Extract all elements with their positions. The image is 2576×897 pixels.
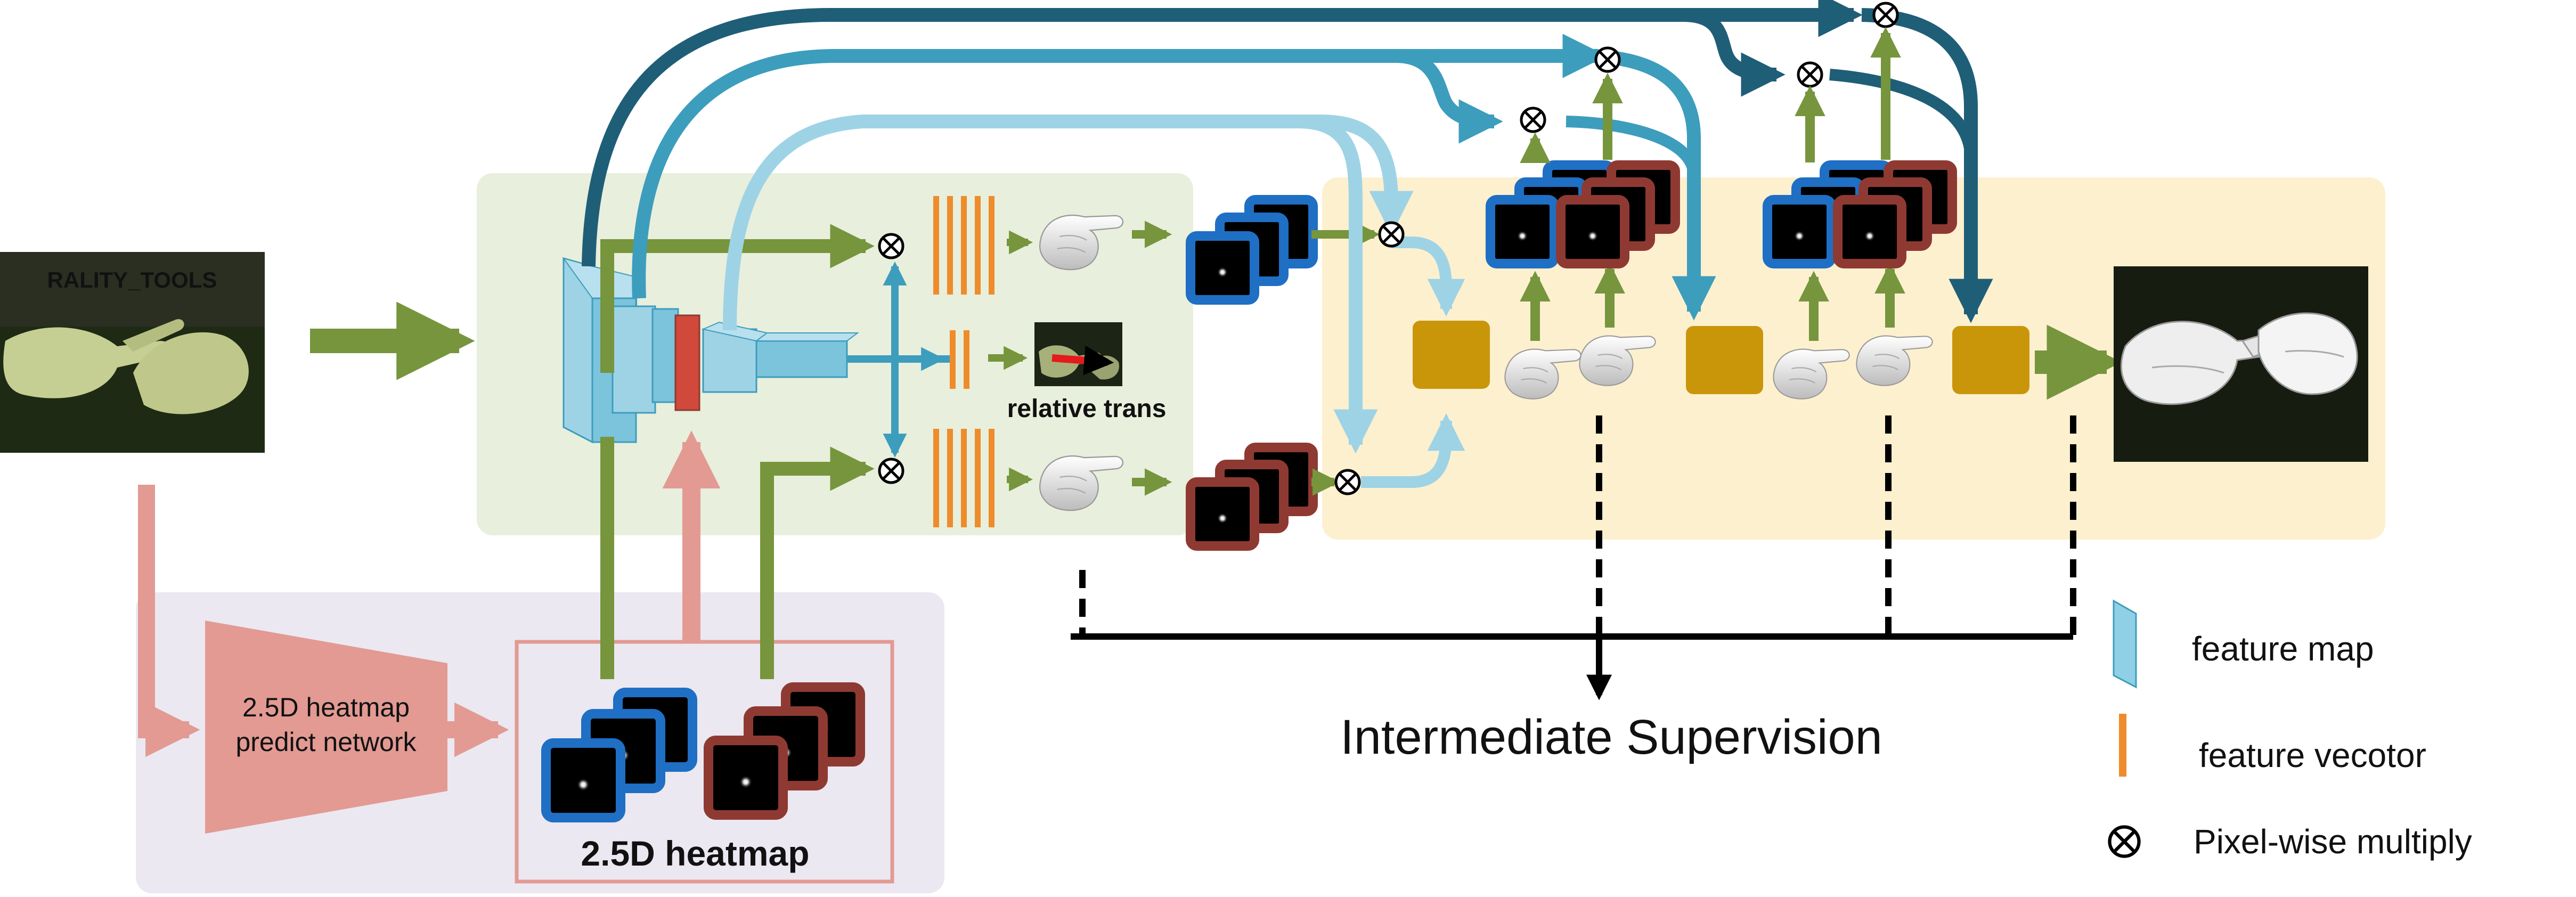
shirt-text: RALITY_TOOLS	[47, 267, 217, 292]
lower-feature-vectors	[933, 429, 994, 527]
heatmap-to-lower-branch-arrow	[760, 446, 875, 679]
fusion-block-1	[1413, 321, 1490, 389]
upper-feature-vectors	[933, 196, 994, 295]
heatmap-predict-network	[205, 621, 447, 834]
intermediate-supervision-label: Intermediate Supervision	[1340, 710, 1882, 764]
stage1-multiply-a-icon	[1521, 108, 1545, 132]
input-image: RALITY_TOOLS	[0, 252, 265, 453]
skip-medium-blue-4	[1566, 116, 1700, 176]
input-to-predictor-arrow	[138, 485, 200, 757]
refine-upper-multiply-icon	[1380, 223, 1403, 246]
skip-dark-teal-2	[1683, 8, 1786, 97]
skip-dark-teal-1	[582, 0, 1863, 267]
skip-medium-blue-1	[632, 49, 1503, 299]
lower-branch-multiply-icon	[879, 459, 903, 483]
refine-lower-multiply-icon	[1336, 470, 1359, 494]
trans-feature-vectors	[950, 330, 969, 389]
pixel-wise-multiply-icon	[2110, 827, 2139, 857]
supervision-lines	[1071, 415, 2076, 640]
legend-label-feature-map: feature map	[2192, 630, 2374, 668]
skip-light-blue-2	[1299, 115, 1378, 454]
feature-vector-icon	[2119, 714, 2126, 777]
skip-dark-teal-4	[1829, 69, 1977, 160]
heatmap-to-encoder-arrow-2	[600, 224, 875, 373]
relative-trans-label: relative trans	[1007, 395, 1167, 423]
legend-label-pixel-wise-multiply: Pixel-wise multiply	[2194, 822, 2472, 861]
lower-heatmap-stack	[1191, 447, 1313, 546]
stage2-multiply-b-icon	[1874, 3, 1897, 27]
heatmap-injection-layer	[674, 314, 700, 411]
heatmap-box	[515, 640, 894, 884]
stage2-multiply-a-icon	[1798, 63, 1822, 86]
feature-map-icon	[2113, 599, 2137, 689]
legend-label-feature-vector: feature vecotor	[2199, 736, 2426, 774]
output-image	[2114, 266, 2368, 462]
heatmap-predict-label-1: 2.5D heatmap	[242, 692, 410, 722]
upper-heatmap-stack	[1191, 200, 1313, 300]
upper-branch-multiply-icon	[879, 234, 903, 258]
upper-mult-to-fusion	[1391, 237, 1465, 317]
fusion-block-3	[1952, 326, 2029, 394]
relative-trans-image	[1034, 322, 1122, 386]
heatmap-predict-label-2: predict network	[235, 727, 417, 757]
stage1-multiply-b-icon	[1596, 48, 1619, 71]
fusion-block-2	[1686, 326, 1763, 394]
legend: feature map feature vecotor Pixel-wise m…	[2110, 599, 2472, 861]
skip-light-blue-1	[723, 115, 1414, 331]
heatmap-title: 2.5D heatmap	[581, 834, 809, 873]
lower-mult-to-fusion	[1361, 413, 1465, 488]
